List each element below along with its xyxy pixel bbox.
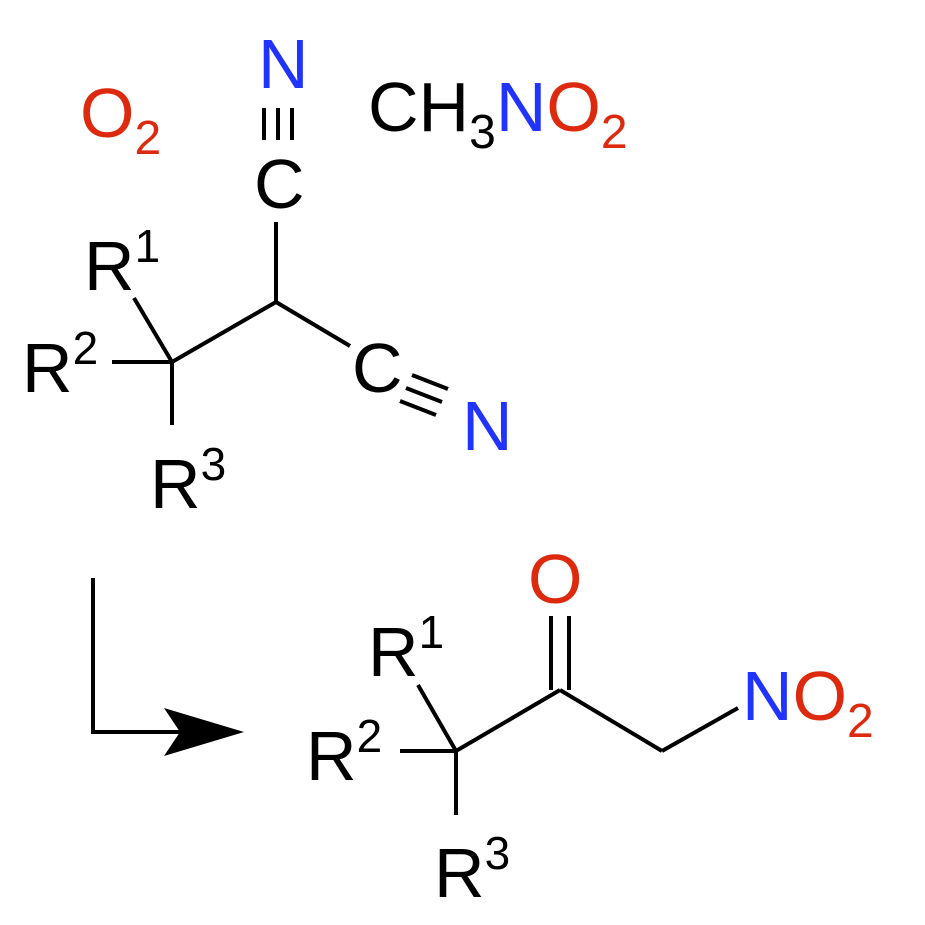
bond-ch2-nitro [661, 706, 739, 753]
reactant-molecule: N C C N R1 R2 R3 [22, 25, 513, 523]
triple-bond-right-2 [405, 386, 443, 404]
reactant-r3: R3 [150, 438, 226, 523]
triple-bond-right-3 [399, 399, 437, 417]
bond-carbonyl-quat [454, 688, 562, 753]
bond-quat-r1 [416, 684, 458, 752]
nitrile-top-nitrogen: N [258, 25, 309, 103]
bond-quat-r1 [132, 296, 174, 364]
product-r2: R2 [306, 710, 382, 795]
nitro-group: NO2 [742, 657, 874, 748]
nitrile-right-carbon: C [352, 329, 403, 407]
nitromethane-reagent: CH3NO2 [368, 68, 628, 159]
carbonyl-oxygen: O [528, 540, 582, 618]
triple-bond-right-1 [411, 373, 449, 391]
product-molecule: O NO2 R1 R2 R3 [306, 540, 874, 912]
reactant-r2: R2 [22, 322, 98, 407]
nitrile-right-nitrogen: N [462, 387, 513, 465]
reactant-r1: R1 [84, 220, 160, 305]
product-r3: R3 [434, 827, 510, 912]
product-r1: R1 [368, 606, 444, 691]
nitrile-top-carbon: C [254, 145, 305, 223]
reaction-arrow [91, 578, 244, 756]
bond-ch-quat [171, 300, 277, 364]
bond-ch-cright [274, 300, 352, 348]
arrow-head [164, 708, 244, 756]
bond-carbonyl-ch2 [558, 688, 664, 753]
oxygen-reagent: O2 [80, 74, 161, 165]
